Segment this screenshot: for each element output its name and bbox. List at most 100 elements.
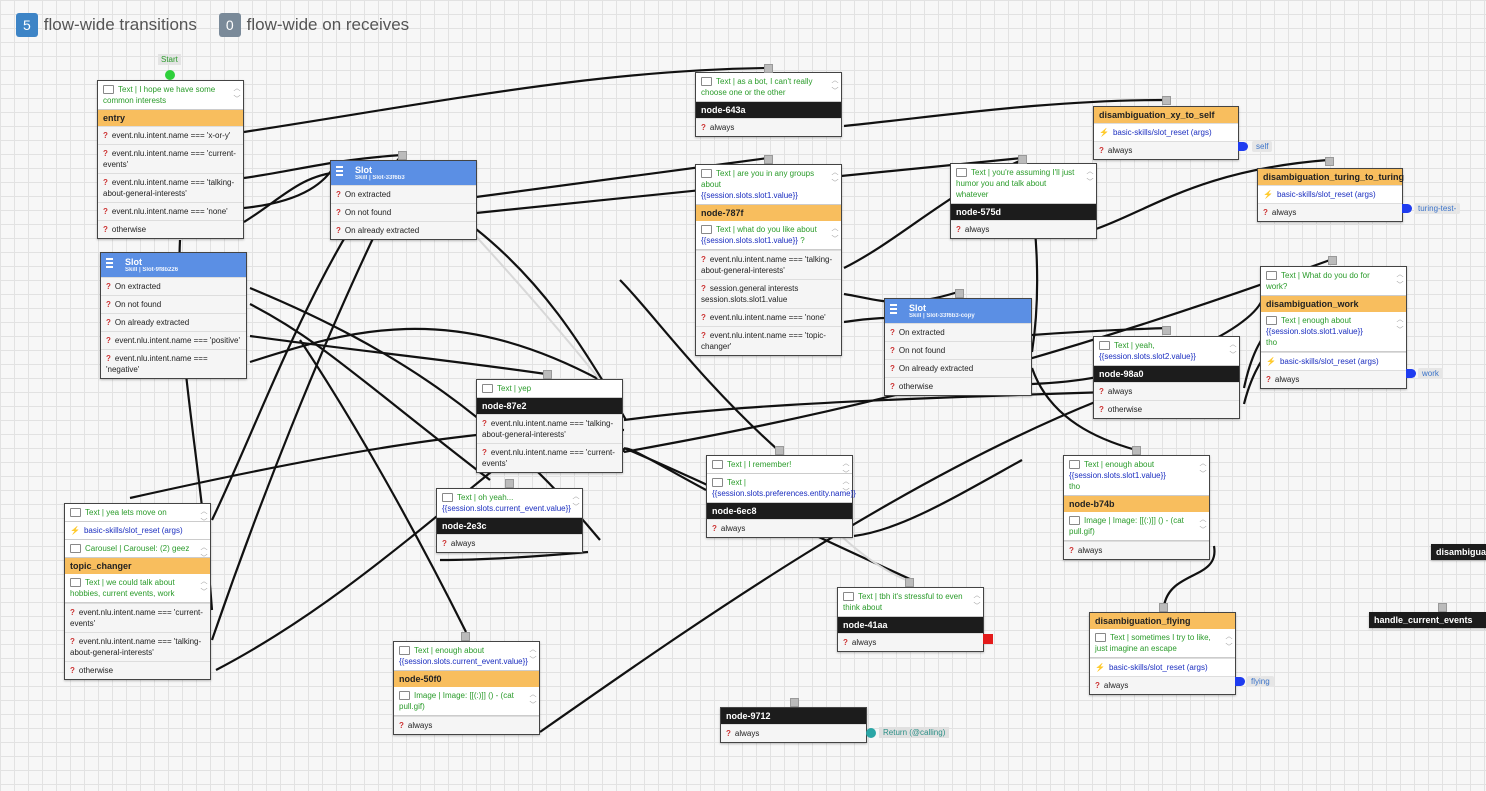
entry-message[interactable]: Text | I hope we have some common intere… <box>98 81 243 110</box>
scroll-arrows-icon[interactable]: ︿﹀ <box>1225 633 1233 651</box>
scroll-arrows-icon[interactable]: ︿﹀ <box>233 85 241 103</box>
node-9712-in-port[interactable] <box>790 698 799 707</box>
xy-target-tag[interactable]: self <box>1252 141 1273 152</box>
node-disambiguation-cut[interactable]: disambiguat <box>1431 544 1486 560</box>
node-b74b-in-port[interactable] <box>1132 446 1141 455</box>
node-2e3c-message[interactable]: Text | oh yeah...{{session.slots.current… <box>437 489 582 518</box>
work-transition-1[interactable]: ?always <box>1261 370 1406 388</box>
node-6ec8-message-2[interactable]: Text |{{session.slots.preferences.entity… <box>707 474 856 503</box>
node-2e3c[interactable]: Text | oh yeah...{{session.slots.current… <box>436 488 583 553</box>
node-41aa[interactable]: Text | tbh it's stressful to even think … <box>837 587 984 652</box>
scroll-arrows-icon[interactable]: ︿﹀ <box>529 646 537 664</box>
node-787f-transition-4[interactable]: ?event.nlu.intent.name === 'topic-change… <box>696 326 841 355</box>
xy-in-port[interactable] <box>1162 96 1171 105</box>
node-50f0-message[interactable]: Text | enough about{{session.slots.curre… <box>394 642 539 671</box>
slot-3-transition-2[interactable]: ?On not found <box>885 341 1031 359</box>
scroll-arrows-icon[interactable]: ︿﹀ <box>1229 341 1237 359</box>
return-tag[interactable]: Return (@calling) <box>879 727 950 738</box>
node-787f[interactable]: Text | are you in any groups about{{sess… <box>695 164 842 356</box>
topic-action[interactable]: ⚡basic-skills/slot_reset (args) <box>65 522 210 540</box>
entry-transition-5[interactable]: ?otherwise <box>98 220 243 238</box>
entry-transition-1[interactable]: ?event.nlu.intent.name === 'x-or-y' <box>98 126 243 144</box>
node-9712-transition-1[interactable]: ?always <box>721 724 866 742</box>
node-9712[interactable]: node-9712 ?always <box>720 707 867 743</box>
node-50f0-in-port[interactable] <box>461 632 470 641</box>
scroll-arrows-icon[interactable]: ︿﹀ <box>200 578 208 596</box>
topic-message-3[interactable]: Text | we could talk about hobbies, curr… <box>65 574 210 603</box>
node-b74b[interactable]: Text | enough about{{session.slots.slot1… <box>1063 455 1210 560</box>
node-787f-transition-1[interactable]: ?event.nlu.intent.name === 'talking-abou… <box>696 250 841 279</box>
topic-transition-1[interactable]: ?event.nlu.intent.name === 'current-even… <box>65 603 210 632</box>
work-message-2[interactable]: Text | enough about{{session.slots.slot1… <box>1261 312 1406 352</box>
scroll-arrows-icon[interactable]: ︿﹀ <box>1199 516 1207 534</box>
node-98a0[interactable]: Text | yeah,{{session.slots.slot2.value}… <box>1093 336 1240 419</box>
work-target-tag[interactable]: work <box>1418 368 1443 379</box>
topic-message-1[interactable]: Text | yea lets move on︿﹀ <box>65 504 210 526</box>
flow-wide-transitions[interactable]: 5 flow-wide transitions <box>16 13 197 37</box>
flying-in-port[interactable] <box>1159 603 1168 612</box>
flying-out-port[interactable] <box>1235 677 1245 686</box>
node-50f0-image[interactable]: Image | Image: [[(:)]] () - (cat pull.gi… <box>394 687 539 716</box>
xy-action[interactable]: ⚡basic-skills/slot_reset (args) <box>1094 123 1238 141</box>
slot-3-transition-3[interactable]: ?On already extracted <box>885 359 1031 377</box>
node-disambiguation-xy-to-self[interactable]: disambiguation_xy_to_self ⚡basic-skills/… <box>1093 106 1239 160</box>
scroll-arrows-icon[interactable]: ︿﹀ <box>200 508 208 526</box>
entry-transition-2[interactable]: ?event.nlu.intent.name === 'current-even… <box>98 144 243 173</box>
node-87e2-message[interactable]: Text | yep <box>477 380 622 398</box>
turing-in-port[interactable] <box>1325 157 1334 166</box>
slot-2-transition-5[interactable]: ?event.nlu.intent.name === 'negative' <box>101 349 246 378</box>
slot-2-transition-4[interactable]: ?event.nlu.intent.name === 'positive' <box>101 331 246 349</box>
node-handle-current-events[interactable]: handle_current_events <box>1369 612 1486 628</box>
node-41aa-transition-1[interactable]: ?always <box>838 633 983 651</box>
node-87e2-transition-1[interactable]: ?event.nlu.intent.name === 'talking-abou… <box>477 414 622 443</box>
slot-1-transition-3[interactable]: ?On already extracted <box>331 221 476 239</box>
flying-target-tag[interactable]: flying <box>1247 676 1274 687</box>
turing-target-tag[interactable]: turing-test- <box>1414 203 1461 214</box>
scroll-arrows-icon[interactable]: ︿﹀ <box>842 478 850 496</box>
xy-transition-1[interactable]: ?always <box>1094 141 1238 159</box>
node-41aa-in-port[interactable] <box>905 578 914 587</box>
node-b74b-image[interactable]: Image | Image: [[(:)]] () - (cat pull.gi… <box>1064 512 1209 541</box>
scroll-arrows-icon[interactable]: ︿﹀ <box>1396 271 1404 289</box>
scroll-arrows-icon[interactable]: ︿﹀ <box>973 592 981 610</box>
node-787f-in-port[interactable] <box>764 155 773 164</box>
node-98a0-transition-1[interactable]: ?always <box>1094 382 1239 400</box>
work-action[interactable]: ⚡basic-skills/slot_reset (args) <box>1261 352 1406 370</box>
scroll-arrows-icon[interactable]: ︿﹀ <box>572 493 580 511</box>
slot-1-transition-1[interactable]: ?On extracted <box>331 185 476 203</box>
node-787f-message-1[interactable]: Text | are you in any groups about{{sess… <box>696 165 841 205</box>
node-98a0-transition-2[interactable]: ?otherwise <box>1094 400 1239 418</box>
node-entry[interactable]: Text | I hope we have some common intere… <box>97 80 244 239</box>
scroll-arrows-icon[interactable]: ︿﹀ <box>831 169 839 187</box>
node-98a0-in-port[interactable] <box>1162 326 1171 335</box>
node-50f0-transition-1[interactable]: ?always <box>394 716 539 734</box>
slot-1-in-port[interactable] <box>398 151 407 160</box>
node-6ec8[interactable]: Text | I remember!︿﹀ Text |{{session.slo… <box>706 455 856 538</box>
slot-3-in-port[interactable] <box>955 289 964 298</box>
node-50f0[interactable]: Text | enough about{{session.slots.curre… <box>393 641 540 735</box>
node-575d[interactable]: Text | you're assuming I'll just humor y… <box>950 163 1097 239</box>
flow-wide-receives[interactable]: 0 flow-wide on receives <box>218 13 409 37</box>
flying-message[interactable]: Text | sometimes I try to like, just ima… <box>1090 629 1235 658</box>
slot-3-transition-1[interactable]: ?On extracted <box>885 323 1031 341</box>
work-message-1[interactable]: Text | What do you do for work?︿﹀ <box>1261 267 1406 296</box>
node-787f-message-2[interactable]: Text | what do you like about{{session.s… <box>696 221 841 250</box>
xy-out-port[interactable] <box>1238 142 1248 151</box>
node-2e3c-transition-1[interactable]: ?always <box>437 534 582 552</box>
scroll-arrows-icon[interactable]: ︿﹀ <box>842 460 850 478</box>
work-in-port[interactable] <box>1328 256 1337 265</box>
slot-3-transition-4[interactable]: ?otherwise <box>885 377 1031 395</box>
scroll-arrows-icon[interactable]: ︿﹀ <box>529 691 537 709</box>
scroll-arrows-icon[interactable]: ︿﹀ <box>831 225 839 243</box>
slot-2-transition-2[interactable]: ?On not found <box>101 295 246 313</box>
turing-out-port[interactable] <box>1402 204 1412 213</box>
node-787f-transition-3[interactable]: ?event.nlu.intent.name === 'none' <box>696 308 841 326</box>
start-port[interactable] <box>165 70 175 80</box>
node-41aa-unconnected-port[interactable] <box>983 634 993 644</box>
node-643a-transition-1[interactable]: ?always <box>696 118 841 136</box>
return-port-icon[interactable] <box>866 728 876 738</box>
